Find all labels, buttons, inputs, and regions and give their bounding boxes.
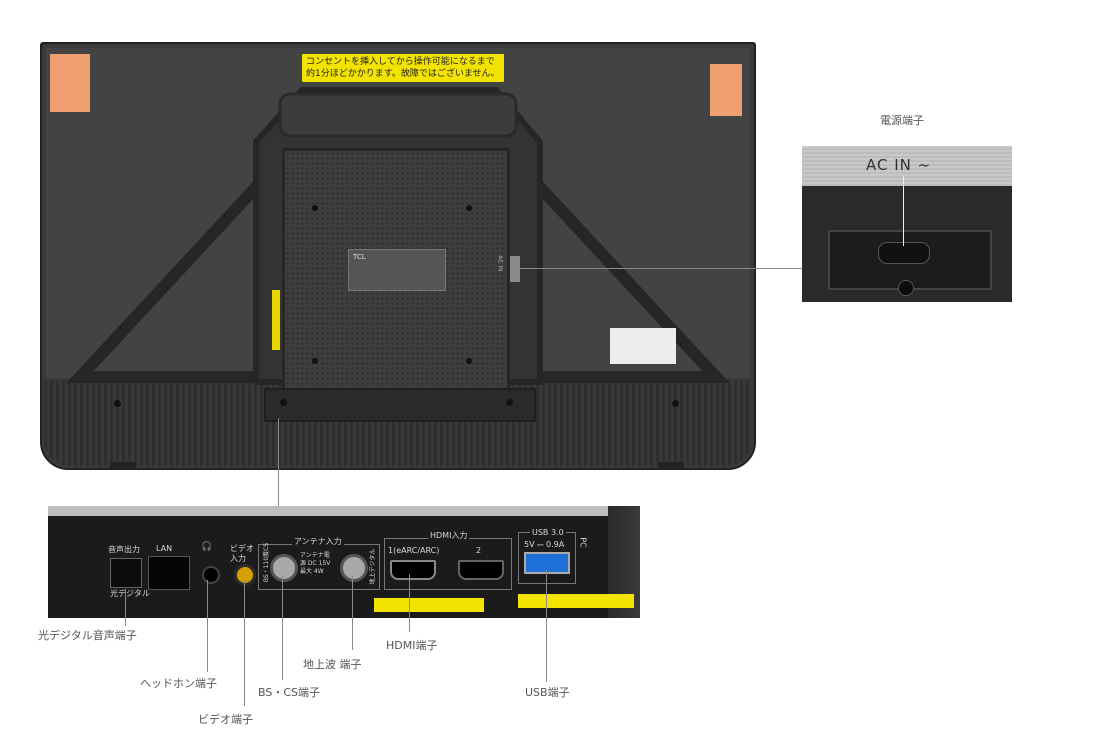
callout-usb: USB端子 xyxy=(525,686,570,699)
label-optical: 光デジタル xyxy=(110,589,150,598)
ac-socket-marker xyxy=(510,256,520,282)
brand-label: TCL xyxy=(353,253,366,261)
label-pc: PC xyxy=(578,537,588,548)
callout-optical-audio: 光デジタル音声端子 xyxy=(38,629,137,642)
screw xyxy=(506,399,513,406)
leader-usb xyxy=(546,570,547,682)
ac-in-label: AC IN ~ xyxy=(866,156,932,174)
callout-headphone: ヘッドホン端子 xyxy=(140,677,217,690)
screw xyxy=(672,400,679,407)
hdmi1-port[interactable] xyxy=(390,560,436,580)
callout-terrestrial: 地上波 端子 xyxy=(303,658,362,671)
screw xyxy=(466,358,472,364)
corner-tag-right xyxy=(710,64,742,116)
bs-cs-jack[interactable] xyxy=(270,554,298,582)
panel-warning-sticker-2 xyxy=(518,594,634,608)
ac-socket xyxy=(878,242,930,264)
screw xyxy=(280,399,287,406)
screw xyxy=(312,358,318,364)
video-jack[interactable] xyxy=(234,564,256,586)
warning-line-2: 約1分ほどかかります。故障ではございません。 xyxy=(306,69,500,79)
label-usb-spec: 5V ⎓ 0.9A xyxy=(524,540,565,549)
label-usb-title: USB 3.0 xyxy=(530,528,566,537)
leader-panel xyxy=(278,418,279,506)
corner-tag-left xyxy=(50,54,90,112)
tv-foot-left xyxy=(110,462,136,470)
label-hdmi2: 2 xyxy=(476,546,482,555)
headphone-symbol-icon: 🎧 xyxy=(201,542,213,552)
lan-port[interactable] xyxy=(148,556,190,590)
ac-marker-text: AC IN xyxy=(496,255,504,272)
ac-inset-leader xyxy=(903,176,904,246)
panel-warning-sticker-1 xyxy=(374,598,484,612)
warning-sticker: コンセントを挿入してから操作可能になるまで 約1分ほどかかります。故障ではござい… xyxy=(302,54,504,82)
tv-foot-right xyxy=(658,462,684,470)
leader-headphone xyxy=(207,580,208,672)
usb-port[interactable] xyxy=(524,552,570,574)
leader-optical xyxy=(125,590,126,626)
label-video-in: ビデオ入力 xyxy=(230,544,254,563)
leader-bs-cs xyxy=(282,576,283,680)
screw xyxy=(466,205,472,211)
leader-video xyxy=(244,580,245,706)
port-recess xyxy=(264,388,536,422)
warning-line-1: コンセントを挿入してから操作可能になるまで xyxy=(306,57,495,67)
label-terrestrial: 地上デジタル xyxy=(369,548,377,585)
ac-socket-screw xyxy=(898,280,914,296)
optical-port[interactable] xyxy=(110,558,142,588)
ac-inset-photo: AC IN ~ xyxy=(802,146,1012,302)
info-sticker xyxy=(610,328,676,364)
screw xyxy=(114,400,121,407)
headphone-jack[interactable] xyxy=(202,566,220,584)
ac-inset-top-band xyxy=(802,146,1012,186)
hdmi2-port[interactable] xyxy=(458,560,504,580)
callout-video: ビデオ端子 xyxy=(198,713,253,726)
screw xyxy=(312,205,318,211)
terrestrial-jack[interactable] xyxy=(340,554,368,582)
label-hdmi1: 1(eARC/ARC) xyxy=(388,546,440,555)
label-hdmi-in: HDMI入力 xyxy=(428,530,470,541)
label-antenna-in: アンテナ入力 xyxy=(292,536,344,547)
side-label-strip xyxy=(272,290,280,350)
tv-back-photo: TCL コンセントを挿入してから操作可能になるまで 約1分ほどかかります。故障で… xyxy=(40,42,756,470)
leader-terrestrial xyxy=(352,576,353,650)
leader-hdmi xyxy=(409,574,410,632)
callout-power-port: 電源端子 xyxy=(880,114,924,127)
leader-ac xyxy=(520,268,804,269)
callout-bs-cs: BS・CS端子 xyxy=(258,686,320,699)
panel-top-edge xyxy=(48,506,640,516)
label-lan: LAN xyxy=(156,544,173,553)
label-audio-out: 音声出力 xyxy=(108,545,140,554)
port-panel-photo: 音声出力 光デジタル LAN 🎧 ビデオ入力 アンテナ入力 BS・110度CS … xyxy=(48,506,640,618)
rating-plate: TCL xyxy=(348,249,446,291)
label-bs-cs: BS・110度CS xyxy=(263,542,271,583)
label-antenna-power: アンテナ電源 DC 15V 最大 4W xyxy=(300,552,331,575)
callout-hdmi: HDMI端子 xyxy=(386,639,438,652)
